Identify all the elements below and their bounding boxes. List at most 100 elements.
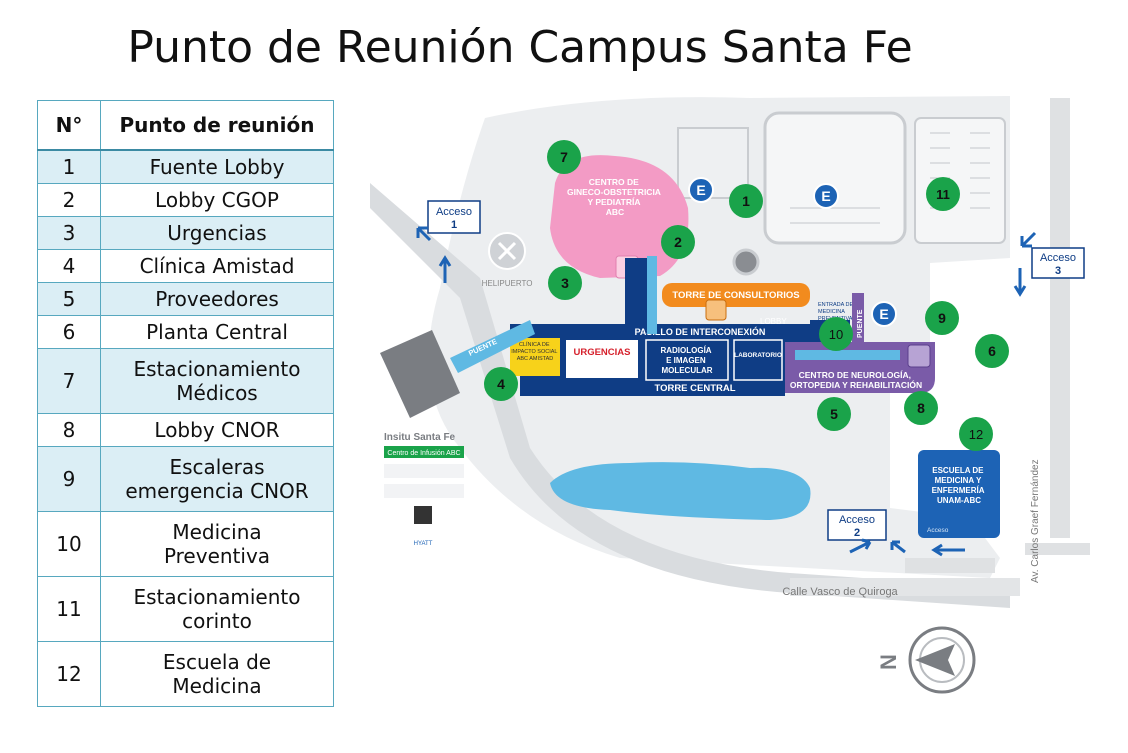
meeting-point-number: 3 — [561, 275, 569, 291]
row-meeting-point: Planta Central — [100, 314, 334, 349]
row-meeting-point: Fuente Lobby — [100, 149, 334, 184]
row-number: 2 — [37, 182, 101, 217]
row-text-line: Preventiva — [163, 543, 271, 568]
campus-map: HELIPUERTO CENTRO DE GINECO-OBSTETRICIA … — [370, 96, 1090, 694]
meeting-point-marker — [729, 184, 763, 218]
insitu-logos: Insitu Santa Fe Centro de Infusión ABC H… — [384, 432, 464, 547]
row-text-line: Escaleras — [169, 454, 265, 479]
row-number: 11 — [37, 575, 101, 642]
compass-north: N — [876, 654, 901, 670]
meeting-point-marker — [959, 417, 993, 451]
svg-text:E: E — [821, 188, 830, 204]
acceso-1-label: Acceso — [436, 206, 472, 218]
helipad-label: HELIPUERTO — [482, 279, 533, 288]
row-text-line: Estacionamiento — [133, 584, 301, 609]
escuela-building: ESCUELA DE MEDICINA Y ENFERMERÍA UNAM-AB… — [918, 450, 1000, 538]
meeting-point-2: 2 — [661, 225, 695, 259]
table-header-row: N° Punto de reunión — [37, 100, 334, 151]
row-number: 9 — [37, 445, 101, 512]
row-text-line: Médicos — [176, 380, 258, 405]
parking-icon — [688, 177, 714, 203]
meeting-point-marker — [819, 317, 853, 351]
radiologia-line-3: MOLECULAR — [661, 366, 712, 375]
meeting-point-6: 6 — [975, 334, 1009, 368]
header-meeting-point: Punto de reunión — [100, 100, 334, 151]
meeting-point-marker — [817, 397, 851, 431]
svg-text:RADIOLOGÍA E IMAGEN MO: RADIOLOGÍA E IMAGEN MOLECULAR — [660, 346, 713, 375]
torre-central-label: TORRE CENTRAL — [654, 383, 735, 394]
row-number: 12 — [37, 640, 101, 707]
parking-icons: E E E — [688, 177, 897, 327]
acceso-3-number: 3 — [1055, 265, 1061, 277]
urgencias-label: URGENCIAS — [573, 347, 630, 358]
svg-text:E: E — [879, 306, 888, 322]
radiologia-building — [645, 339, 729, 381]
meeting-point-number: 12 — [969, 427, 983, 442]
pasillo-label: PASILLO DE INTERCONEXIÓN — [635, 326, 766, 337]
meeting-point-number: 1 — [742, 193, 750, 209]
row-text-line: Proveedores — [155, 286, 279, 311]
clinica-line-1: CLÍNICA DE — [519, 341, 550, 348]
neuro-line-2: ORTOPEDIA Y REHABILITACIÓN — [790, 379, 922, 390]
meeting-point-marker — [484, 367, 518, 401]
row-meeting-point: Lobby CNOR — [100, 412, 334, 447]
acceso-3-label: Acceso — [1040, 252, 1076, 264]
row-text-line: emergencia CNOR — [125, 478, 309, 503]
row-text-line: Lobby CNOR — [154, 417, 280, 442]
row-number: 4 — [37, 248, 101, 283]
row-number: 10 — [37, 510, 101, 577]
gineco-line-4: ABC — [606, 207, 624, 217]
street-graef: Av. Carlos Graef Fernández — [1030, 459, 1041, 583]
row-meeting-point: Lobby CGOP — [100, 182, 334, 217]
meeting-point-marker — [926, 177, 960, 211]
row-number: 5 — [37, 281, 101, 316]
row-text-line: corinto — [182, 608, 252, 633]
row-number: 6 — [37, 314, 101, 349]
row-number: 3 — [37, 215, 101, 250]
acceso-sign-2: Acceso 2 — [827, 509, 887, 541]
meeting-point-marker — [975, 334, 1009, 368]
gineco-line-3: Y PEDIATRÍA — [587, 197, 640, 207]
svg-text:CENTRO DE NEUROLOGÍA, OR: CENTRO DE NEUROLOGÍA, ORTOPEDIA Y REHABI… — [790, 370, 922, 390]
puente-label-2: PUENTE — [857, 309, 864, 338]
row-text-line: Estacionamiento — [133, 356, 301, 381]
neuro-line-1: CENTRO DE NEUROLOGÍA, — [799, 370, 911, 380]
row-meeting-point: Urgencias — [100, 215, 334, 250]
row-text-line: Escuela de — [162, 649, 272, 674]
access-arrows — [416, 226, 1037, 557]
lobby-label: LOBBY — [760, 317, 787, 326]
meeting-point-number: 8 — [917, 400, 925, 416]
street-vasco: Calle Vasco de Quiroga — [782, 586, 898, 598]
laboratorio-label: LABORATORIO — [734, 352, 782, 359]
parking-icon — [871, 301, 897, 327]
urgencias-building — [566, 340, 638, 378]
meeting-point-marker — [548, 266, 582, 300]
row-meeting-point: Clínica Amistad — [100, 248, 334, 283]
meeting-point-8: 8 — [904, 391, 938, 425]
page-title: Punto de Reunión Campus Santa Fe — [127, 22, 913, 73]
torre-consultorios-label: TORRE DE CONSULTORIOS — [672, 290, 799, 301]
meeting-point-1: 1 — [729, 184, 763, 218]
insitu-title: Insitu Santa Fe — [384, 432, 456, 443]
escuela-line-2: MEDICINA Y — [935, 476, 982, 485]
escuela-line-3: ENFERMERÍA — [932, 486, 985, 495]
escuela-line-4: UNAM-ABC — [937, 496, 981, 505]
meeting-point-3: 3 — [548, 266, 582, 300]
escuela-acceso-label: Acceso — [927, 527, 949, 534]
acceso-2-label: Acceso — [839, 514, 875, 526]
gray-building — [380, 330, 460, 418]
